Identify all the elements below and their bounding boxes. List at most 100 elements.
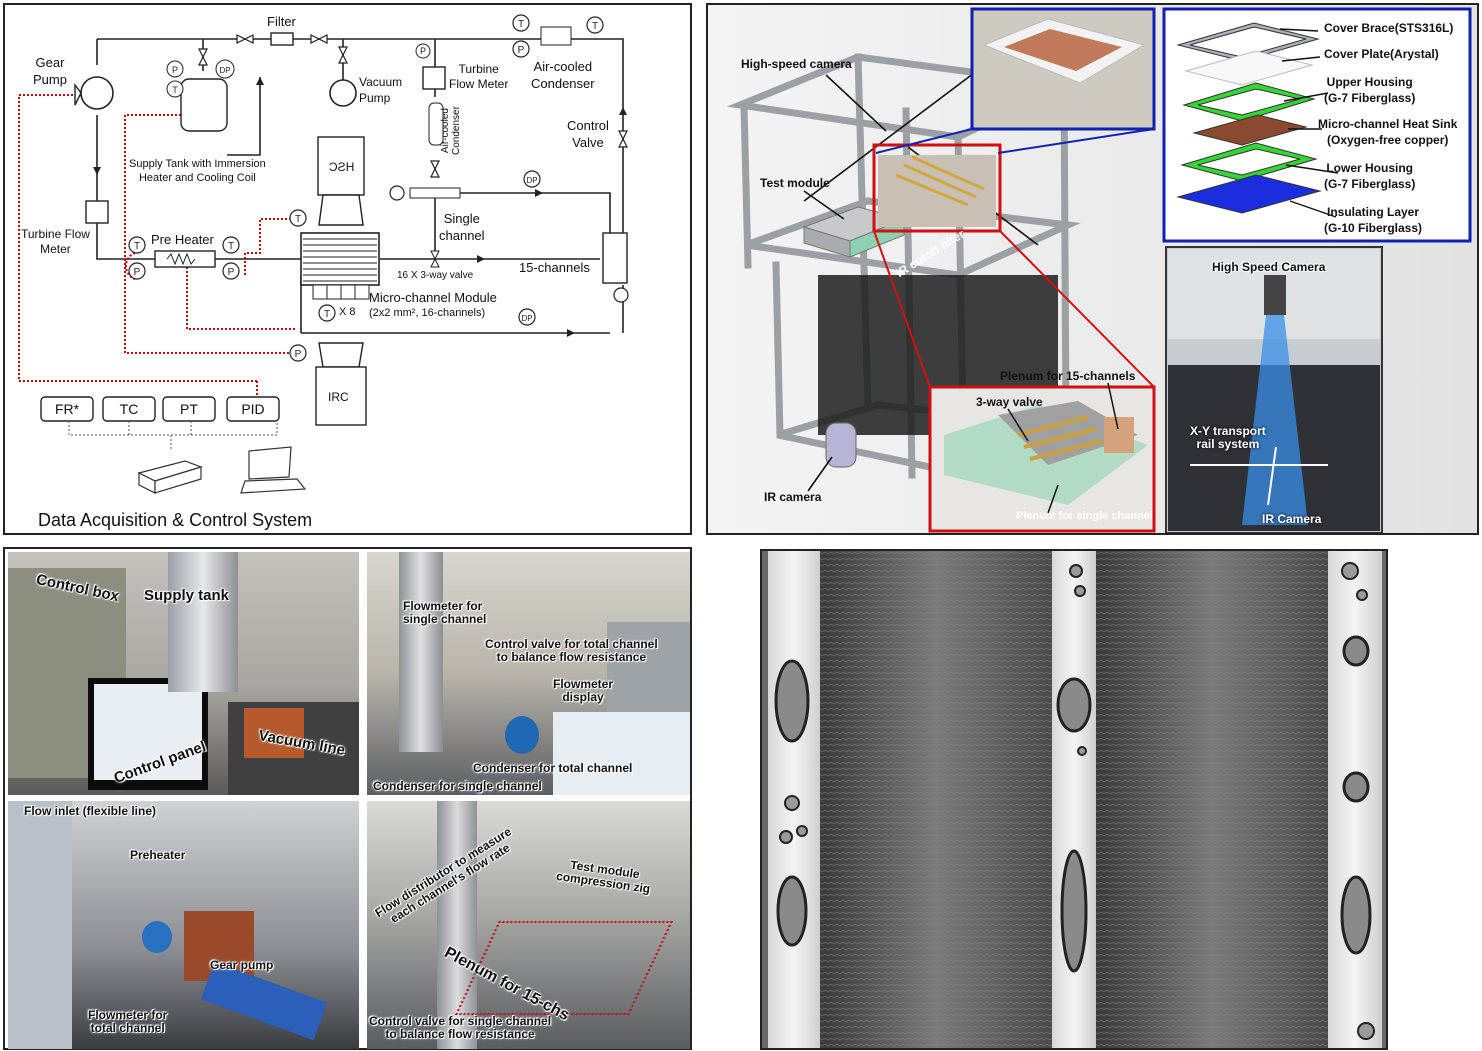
label-flow-inlet: Flow inlet (flexible line): [24, 804, 157, 818]
daq-title: Data Acquisition & Control System: [38, 510, 313, 530]
svg-text:T: T: [324, 309, 330, 320]
daq-box-label: TC: [120, 401, 139, 417]
label-ir-camera: IR camera: [764, 490, 822, 504]
svg-text:DP: DP: [526, 176, 537, 185]
svg-text:T: T: [592, 21, 598, 32]
label-plenum-single: Plenum for single channel: [1016, 510, 1153, 522]
daq-box-label: PID: [241, 401, 264, 417]
daq-box: [162, 396, 216, 422]
label-air-cooled-condenser-vert: Air-cooled Condenser: [440, 106, 462, 155]
label-micro-channel-spec: (2x2 mm², 16-channels): [369, 307, 486, 319]
arrow-tank: [256, 77, 264, 85]
label-micro-channel-module: Micro-channel Module: [369, 290, 497, 305]
label-preheater-photo: Preheater: [130, 848, 186, 862]
layer-insulating: [1176, 174, 1322, 214]
single-right: [460, 192, 611, 233]
label-turbine-flow-meter-left: Turbine Flow Meter: [21, 227, 90, 256]
arrow-single-right: [535, 189, 543, 197]
label-control-valve: Control Valve: [567, 118, 609, 150]
label-turbine-flow-meter-top: Turbine Flow Meter: [449, 62, 509, 91]
label-vacuum-pump: Vacuum Pump: [359, 75, 403, 105]
red-box-small: [872, 143, 1002, 233]
label-supply-tank: Supply Tank with Immersion Heater and Co…: [129, 158, 266, 185]
irc-icon: [315, 366, 367, 426]
label-flowmeter-total: Flowmeter for total channel: [88, 1008, 168, 1035]
label-condenser-single: Condenser for single channel: [373, 779, 542, 793]
sig-pre: [186, 267, 297, 330]
bubble-slug-1: [774, 659, 810, 743]
label-hsc: HSC: [329, 160, 355, 174]
photos-panel: Control box Supply tank Vacuum line Cont…: [3, 547, 692, 1050]
filter-icon: [270, 32, 294, 46]
condenser-top-icon: [540, 26, 572, 46]
label-photo-xy: X-Y transport rail system: [1190, 424, 1266, 451]
exploded-layer-label: Upper Housing (G-7 Fiberglass): [1324, 75, 1416, 105]
label-irc: IRC: [328, 390, 349, 404]
svg-text:P: P: [295, 349, 302, 360]
label-flowmeter-display: Flowmeter display: [553, 677, 614, 704]
layer-heat-sink: [1192, 114, 1308, 146]
apparatus-panel: High-speed camera Test module IR cutoff …: [706, 3, 1479, 535]
svg-text:T: T: [172, 85, 178, 95]
exploded-layer-label: Insulating Layer (G-10 Fiberglass): [1324, 205, 1423, 235]
label-filter: Filter: [267, 14, 296, 29]
label-gear-pump-photo: Gear pump: [210, 958, 274, 972]
label-gear-pump: Gear Pump: [33, 55, 67, 87]
svg-text:T: T: [134, 241, 140, 252]
label-test-module-photo: Test module compression zig: [555, 857, 652, 896]
photo-plenum: Flow distributor to measure each channel…: [367, 801, 690, 1049]
label-pre-heater: Pre Heater: [151, 232, 214, 247]
label-tx8: X 8: [339, 306, 356, 318]
daq-box: [40, 396, 94, 422]
laptop-icon: [240, 446, 307, 494]
label-control-valve-total: Control valve for total channel to balan…: [485, 637, 658, 664]
fifteen-channel-manifold-icon: [602, 232, 628, 284]
svg-text:T: T: [518, 19, 524, 30]
vacuum-pump-icon: [329, 79, 357, 107]
tfm-top-icon: [422, 66, 446, 90]
exploded-layer-label: Cover Brace(STS316L): [1324, 21, 1454, 35]
daq-box: [226, 396, 280, 422]
label-air-cooled-condenser-top: Air-cooled Condenser: [531, 59, 595, 91]
svg-text:T: T: [295, 214, 301, 225]
label-plenum-15: Plenum for 15-channels: [1000, 369, 1136, 383]
label-condenser-total: Condenser for total channel: [473, 761, 633, 775]
svg-text:P: P: [228, 267, 235, 278]
label-single-channel: Single channel: [439, 211, 485, 243]
channel-2: [1052, 551, 1096, 1048]
arrow-bottom: [567, 329, 575, 337]
flow-visualization: [762, 551, 1386, 1048]
label-flowmeter-single: Flowmeter for single channel: [403, 599, 487, 626]
svg-text:DP: DP: [521, 314, 532, 323]
sig-tank: [124, 114, 297, 354]
sig-gear: [18, 94, 257, 382]
label-test-module: Test module: [760, 176, 830, 190]
sig-t: [244, 218, 295, 275]
label-photo-hsc: High Speed Camera: [1212, 260, 1326, 274]
label-15-channels: 15-channels: [519, 260, 590, 275]
svg-text:P: P: [172, 65, 178, 75]
daq-box-label: PT: [180, 401, 198, 417]
arrow-up-right: [619, 107, 627, 115]
daq-hardware-icon: [137, 460, 203, 494]
svg-text:T: T: [228, 241, 234, 252]
condenser-vert-icon: [428, 102, 444, 146]
photo-control-box: Control box Supply tank Vacuum line Cont…: [8, 552, 359, 795]
label-high-speed-camera: High-speed camera: [741, 57, 852, 71]
photo-flowmeters: Flowmeter for single channel Control val…: [367, 552, 690, 795]
ir-camera-icon: [825, 422, 857, 468]
supply-tank-icon: [180, 78, 228, 132]
loop-left-down: [96, 115, 155, 260]
label-supply-tank-photo: Supply tank: [144, 587, 230, 604]
label-photo-ir-camera: IR Camera: [1262, 512, 1322, 526]
visualization-panel: [760, 549, 1388, 1050]
label-3way-valve: 16 X 3-way valve: [397, 270, 474, 281]
exploded-layer-label: Micro-channel Heat Sink (Oxygen-free cop…: [1318, 117, 1458, 147]
layer-cover-plate: [1184, 50, 1314, 86]
label-control-valve-single: Control valve for single channel to bala…: [369, 1014, 552, 1041]
hsc-icon: [317, 136, 365, 196]
arrow-left-down: [93, 167, 101, 175]
svg-text:P: P: [134, 267, 141, 278]
